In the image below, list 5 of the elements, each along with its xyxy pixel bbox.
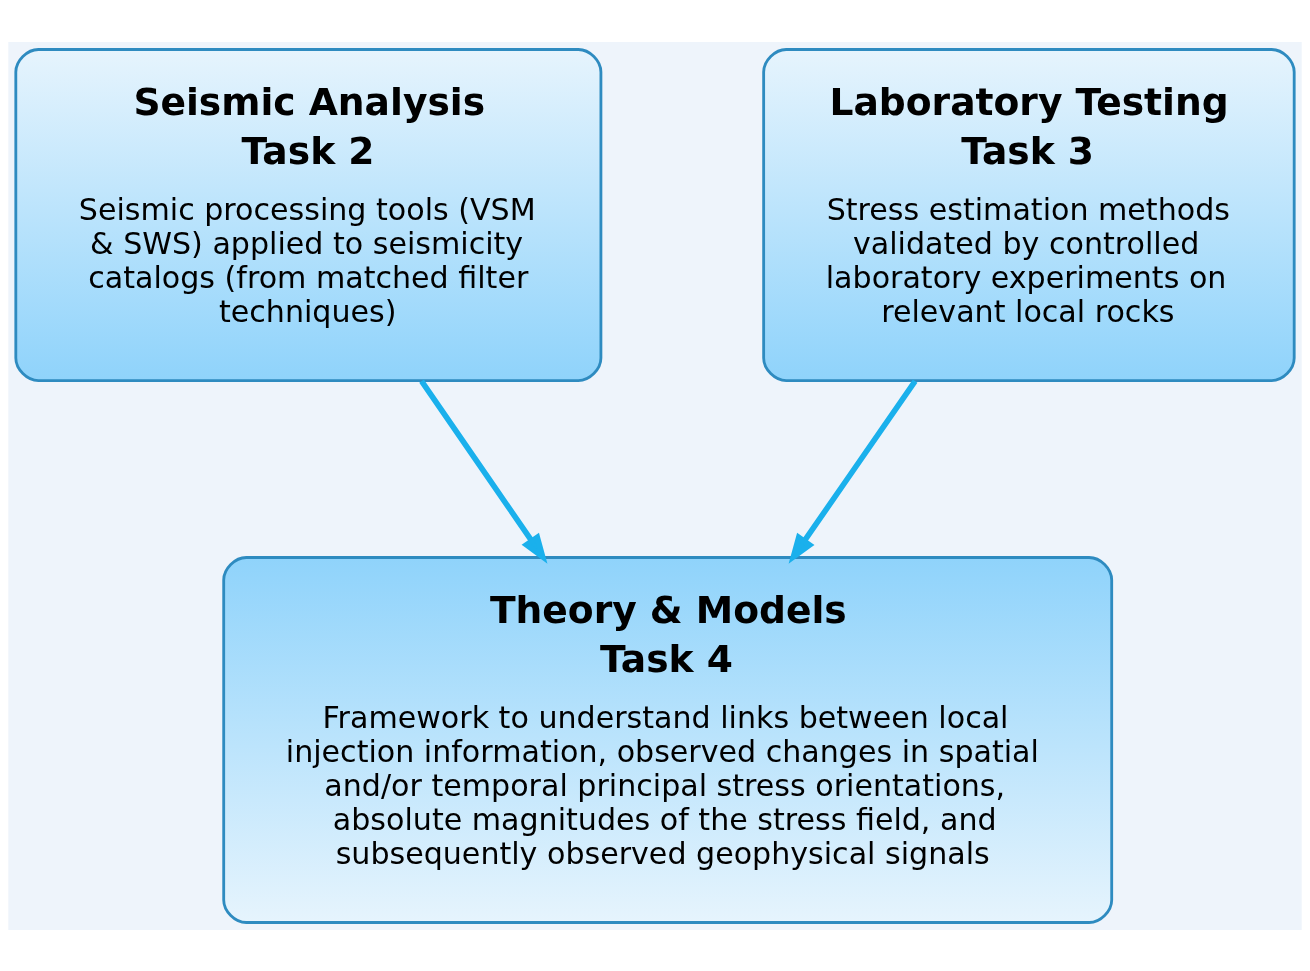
arrow <box>788 379 918 564</box>
node-box: Seismic Analysis Task 2 Seismic processing tools (VSM & SWS) applied to seismicity catalogs (from matched filter techniques) <box>14 47 603 382</box>
node-box: Theory & Models Task 4 Framework to understand links between local injection information, observed changes in spatial and/or temporal principal stress orientations, absolute magnitudes of the stress field, and subsequently observed geophysical signals <box>222 555 1114 924</box>
arrow <box>419 379 548 564</box>
node-box: Laboratory Testing Task 3 Stress estimation methods validated by controlled laboratory experiments on relevant local rocks <box>762 47 1296 382</box>
